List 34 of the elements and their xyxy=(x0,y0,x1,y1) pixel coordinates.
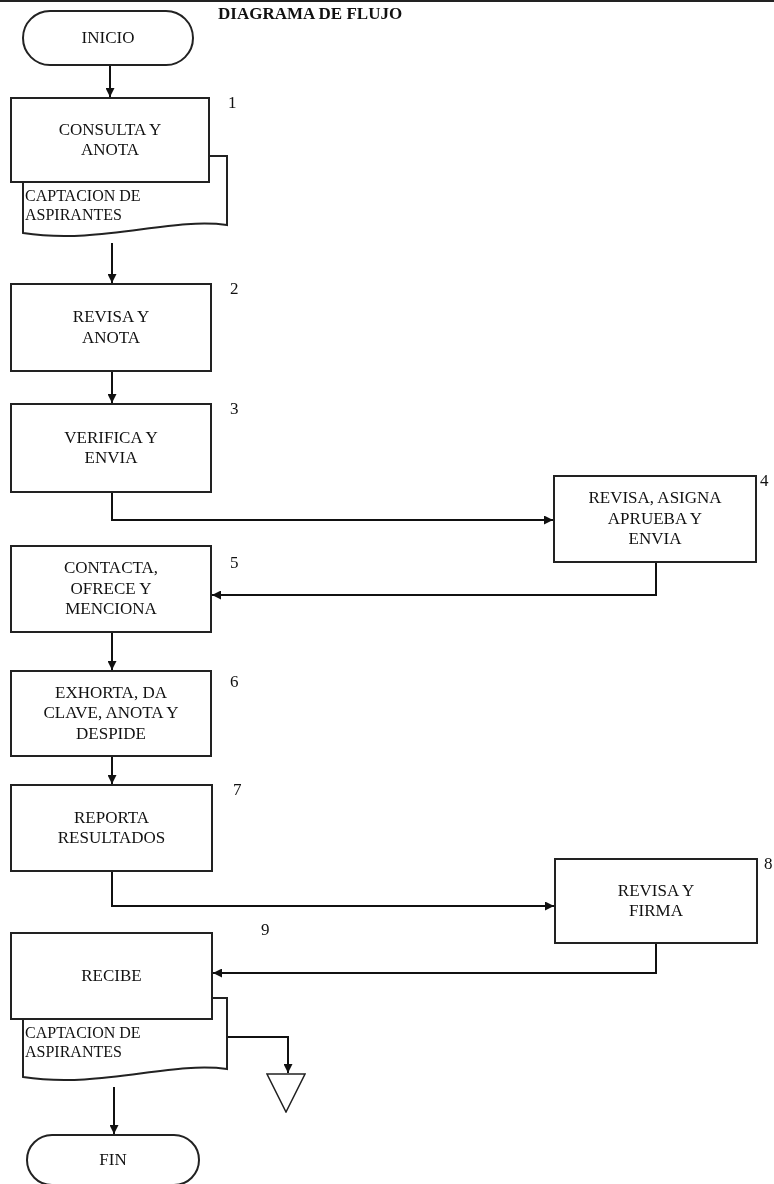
arrow xyxy=(212,943,657,978)
step-number: 6 xyxy=(230,672,239,692)
process-box: VERIFICA Y ENVIA xyxy=(10,403,212,493)
arrow xyxy=(111,492,554,525)
arrow xyxy=(109,1086,119,1135)
step-number: 8 xyxy=(764,854,773,874)
arrow xyxy=(107,756,117,785)
process-box: REVISA Y ANOTA xyxy=(10,283,212,372)
node-label: CAPTACION DE ASPIRANTES xyxy=(25,186,142,225)
step-number: 1 xyxy=(228,93,237,113)
process-box: REVISA Y FIRMA xyxy=(554,858,758,944)
terminal-shape: FIN xyxy=(26,1134,200,1184)
arrow xyxy=(111,871,555,911)
arrow xyxy=(107,371,117,404)
step-number: 3 xyxy=(230,399,239,419)
process-box: EXHORTA, DA CLAVE, ANOTA Y DESPIDE xyxy=(10,670,212,757)
diagram-title: DIAGRAMA DE FLUJO xyxy=(218,4,403,24)
step-number: 5 xyxy=(230,553,239,573)
terminal-shape: INICIO xyxy=(22,10,194,66)
arrow xyxy=(227,1036,293,1074)
process-box: RECIBE xyxy=(10,932,213,1020)
arrow xyxy=(107,632,117,671)
process-box: CONTACTA, OFRECE Y MENCIONA xyxy=(10,545,212,633)
arrow xyxy=(211,562,657,600)
node-label: CAPTACION DE ASPIRANTES xyxy=(25,1023,142,1062)
step-number: 7 xyxy=(233,780,242,800)
process-box: REVISA, ASIGNA APRUEBA Y ENVIA xyxy=(553,475,757,563)
arrow xyxy=(107,242,117,284)
process-box: CONSULTA Y ANOTA xyxy=(10,97,210,183)
process-box: REPORTA RESULTADOS xyxy=(10,784,213,872)
step-number: 4 xyxy=(760,471,769,491)
arrow xyxy=(105,65,115,98)
step-number: 9 xyxy=(261,920,270,940)
step-number: 2 xyxy=(230,279,239,299)
